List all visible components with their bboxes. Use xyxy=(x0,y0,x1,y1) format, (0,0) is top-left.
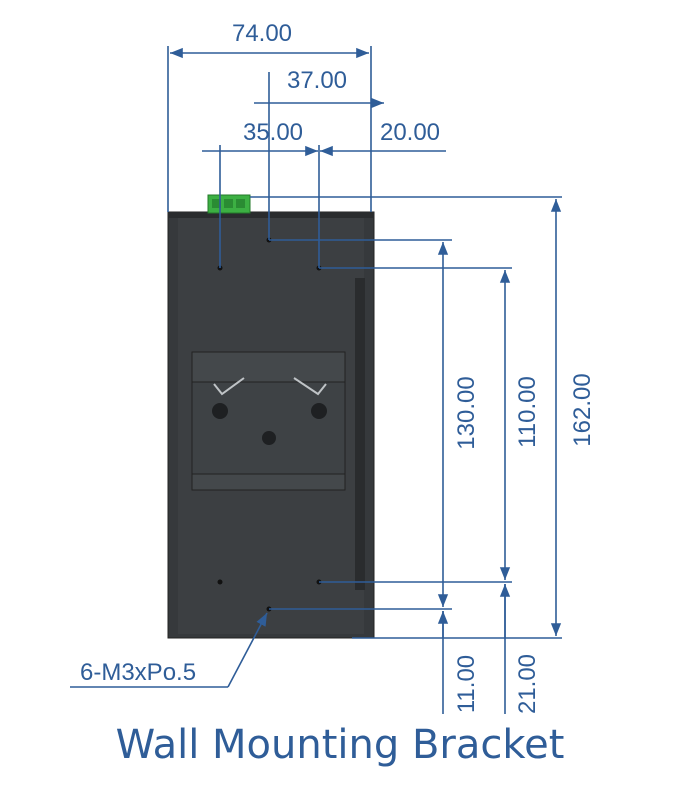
dimension-110: 110.00 xyxy=(319,267,541,583)
dimension-35: 35.00 xyxy=(202,119,320,268)
dimension-74: 74.00 xyxy=(167,20,372,212)
dimension-label-130: 130.00 xyxy=(453,376,480,449)
din-rail-bracket xyxy=(191,351,346,491)
dimension-label-110: 110.00 xyxy=(514,376,541,448)
dimension-label-35: 35.00 xyxy=(243,119,303,146)
dimension-label-74: 74.00 xyxy=(232,20,292,47)
terminal-block-icon xyxy=(207,194,251,214)
dimension-21: 21.00 xyxy=(499,584,541,714)
dimension-label-11: 11.00 xyxy=(453,655,480,713)
mounting-hole xyxy=(217,579,223,585)
dimension-label-162: 162.00 xyxy=(569,373,596,446)
callout-label: 6-M3xPo.5 xyxy=(80,659,196,686)
dimension-label-21: 21.00 xyxy=(514,654,541,714)
dimension-label-20: 20.00 xyxy=(380,119,440,146)
thread-callout: 6-M3xPo.5 xyxy=(70,612,268,688)
drawing-title: Wall Mounting Bracket xyxy=(115,722,565,768)
dimension-130: 130.00 xyxy=(269,239,480,610)
dimension-label-37: 37.00 xyxy=(287,67,347,94)
dimension-37: 37.00 xyxy=(254,67,384,240)
dimension-162: 162.00 xyxy=(250,196,596,639)
dimension-20: 20.00 xyxy=(320,119,446,157)
dimension-11: 11.00 xyxy=(437,611,480,714)
